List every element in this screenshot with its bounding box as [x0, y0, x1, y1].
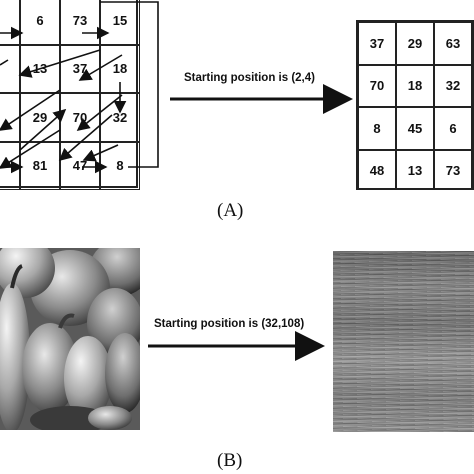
matrix-cell: 37	[358, 22, 396, 65]
matrix-cell: 6	[434, 107, 472, 150]
matrix-cell: 6	[20, 0, 60, 45]
arrow-label-b: Starting position is (32,108)	[154, 318, 305, 330]
arrow-label-a: Starting position is (2,4)	[184, 72, 315, 84]
caption-a: (A)	[217, 200, 244, 221]
matrix-cell: 73	[434, 149, 472, 188]
matrix-cell: 32	[434, 64, 472, 107]
matrix-cell: 48	[358, 149, 396, 188]
matrix-cell: 8	[358, 107, 396, 150]
matrix-cell: 63	[434, 22, 472, 65]
peppers-image	[0, 248, 140, 430]
matrix-cell: 73	[60, 0, 100, 45]
caption-b: (B)	[217, 450, 243, 471]
scrambled-image	[333, 251, 474, 432]
matrix-cell: 18	[396, 64, 434, 107]
matrix-cell	[0, 0, 20, 45]
matrix-cell: 70	[358, 64, 396, 107]
matrix-cell: 15	[100, 0, 140, 45]
matrix-cell: 29	[396, 22, 434, 65]
matrix-cell: 45	[396, 107, 434, 150]
matrix-cell: 13	[396, 149, 434, 188]
